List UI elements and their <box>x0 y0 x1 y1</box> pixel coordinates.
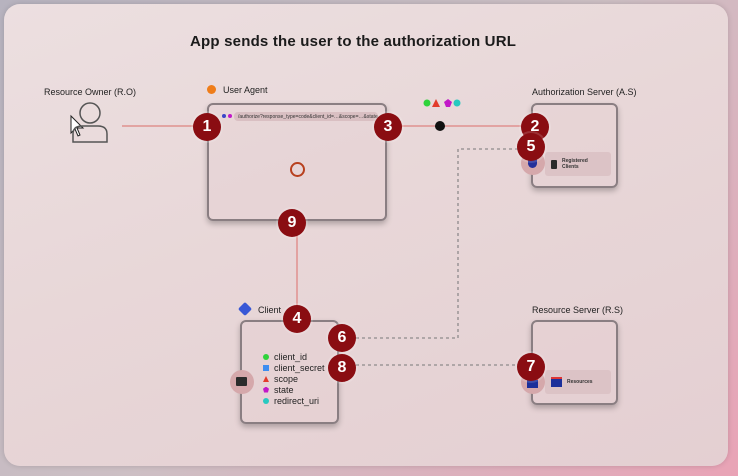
step-marker-7: 7 <box>517 353 545 381</box>
registered-clients-card: Registered Clients <box>545 152 611 176</box>
step-marker-1: 1 <box>193 113 221 141</box>
step-marker-6: 6 <box>328 324 356 352</box>
user-agent-icon <box>207 85 216 94</box>
server-icon <box>236 377 247 386</box>
param-row: scope <box>263 373 325 384</box>
param-label: client_secret <box>274 362 325 373</box>
client-params-list: client_id client_secret scope state redi… <box>263 351 325 406</box>
loading-ring-icon <box>290 162 305 177</box>
param-row: state <box>263 384 325 395</box>
param-symbol <box>263 375 269 382</box>
shield-icon <box>528 157 537 168</box>
transit-dot <box>435 121 445 131</box>
mouse-cursor <box>70 114 85 137</box>
param-circle-green <box>423 99 431 107</box>
step-marker-8: 8 <box>328 354 356 382</box>
resources-card: Resources <box>545 370 611 394</box>
param-label: redirect_uri <box>274 395 320 406</box>
resource-owner-label: Resource Owner (R.O) <box>44 87 137 97</box>
param-triangle-red <box>432 99 440 107</box>
user-icon <box>72 102 108 143</box>
step-marker-9: 9 <box>278 209 306 237</box>
param-symbol <box>263 386 269 393</box>
diagram-title: App sends the user to the authorization … <box>190 33 517 50</box>
param-symbol <box>263 397 269 404</box>
step-marker-4: 4 <box>283 305 311 333</box>
param-row: client_id <box>263 351 325 362</box>
user-agent-label: User Agent <box>223 85 268 95</box>
authorize-url-bar[interactable]: /authorize?response_type=code&client_id=… <box>234 112 378 121</box>
step-marker-3: 3 <box>374 113 402 141</box>
authorization-server-label: Authorization Server (A.S) <box>532 87 637 97</box>
window-dot-pink <box>228 114 232 118</box>
client-to-auth-dashed <box>356 148 528 339</box>
param-row: redirect_uri <box>263 395 325 406</box>
param-label: state <box>274 384 294 395</box>
database-icon <box>551 159 557 169</box>
param-pentagon-purple <box>444 99 452 107</box>
param-label: scope <box>274 373 299 384</box>
resources-icon <box>551 377 562 387</box>
param-row: client_secret <box>263 362 325 373</box>
param-circle-teal <box>453 99 461 107</box>
client-label: Client <box>258 305 282 315</box>
step-marker-5: 5 <box>517 133 545 161</box>
param-symbol <box>263 353 269 360</box>
param-label: client_id <box>274 351 308 362</box>
window-dot-blue <box>222 114 226 118</box>
param-symbol <box>263 364 269 371</box>
resource-server-label: Resource Server (R.S) <box>532 305 624 315</box>
resources-label: Resources <box>567 379 593 385</box>
registered-clients-label: Registered Clients <box>562 158 588 170</box>
